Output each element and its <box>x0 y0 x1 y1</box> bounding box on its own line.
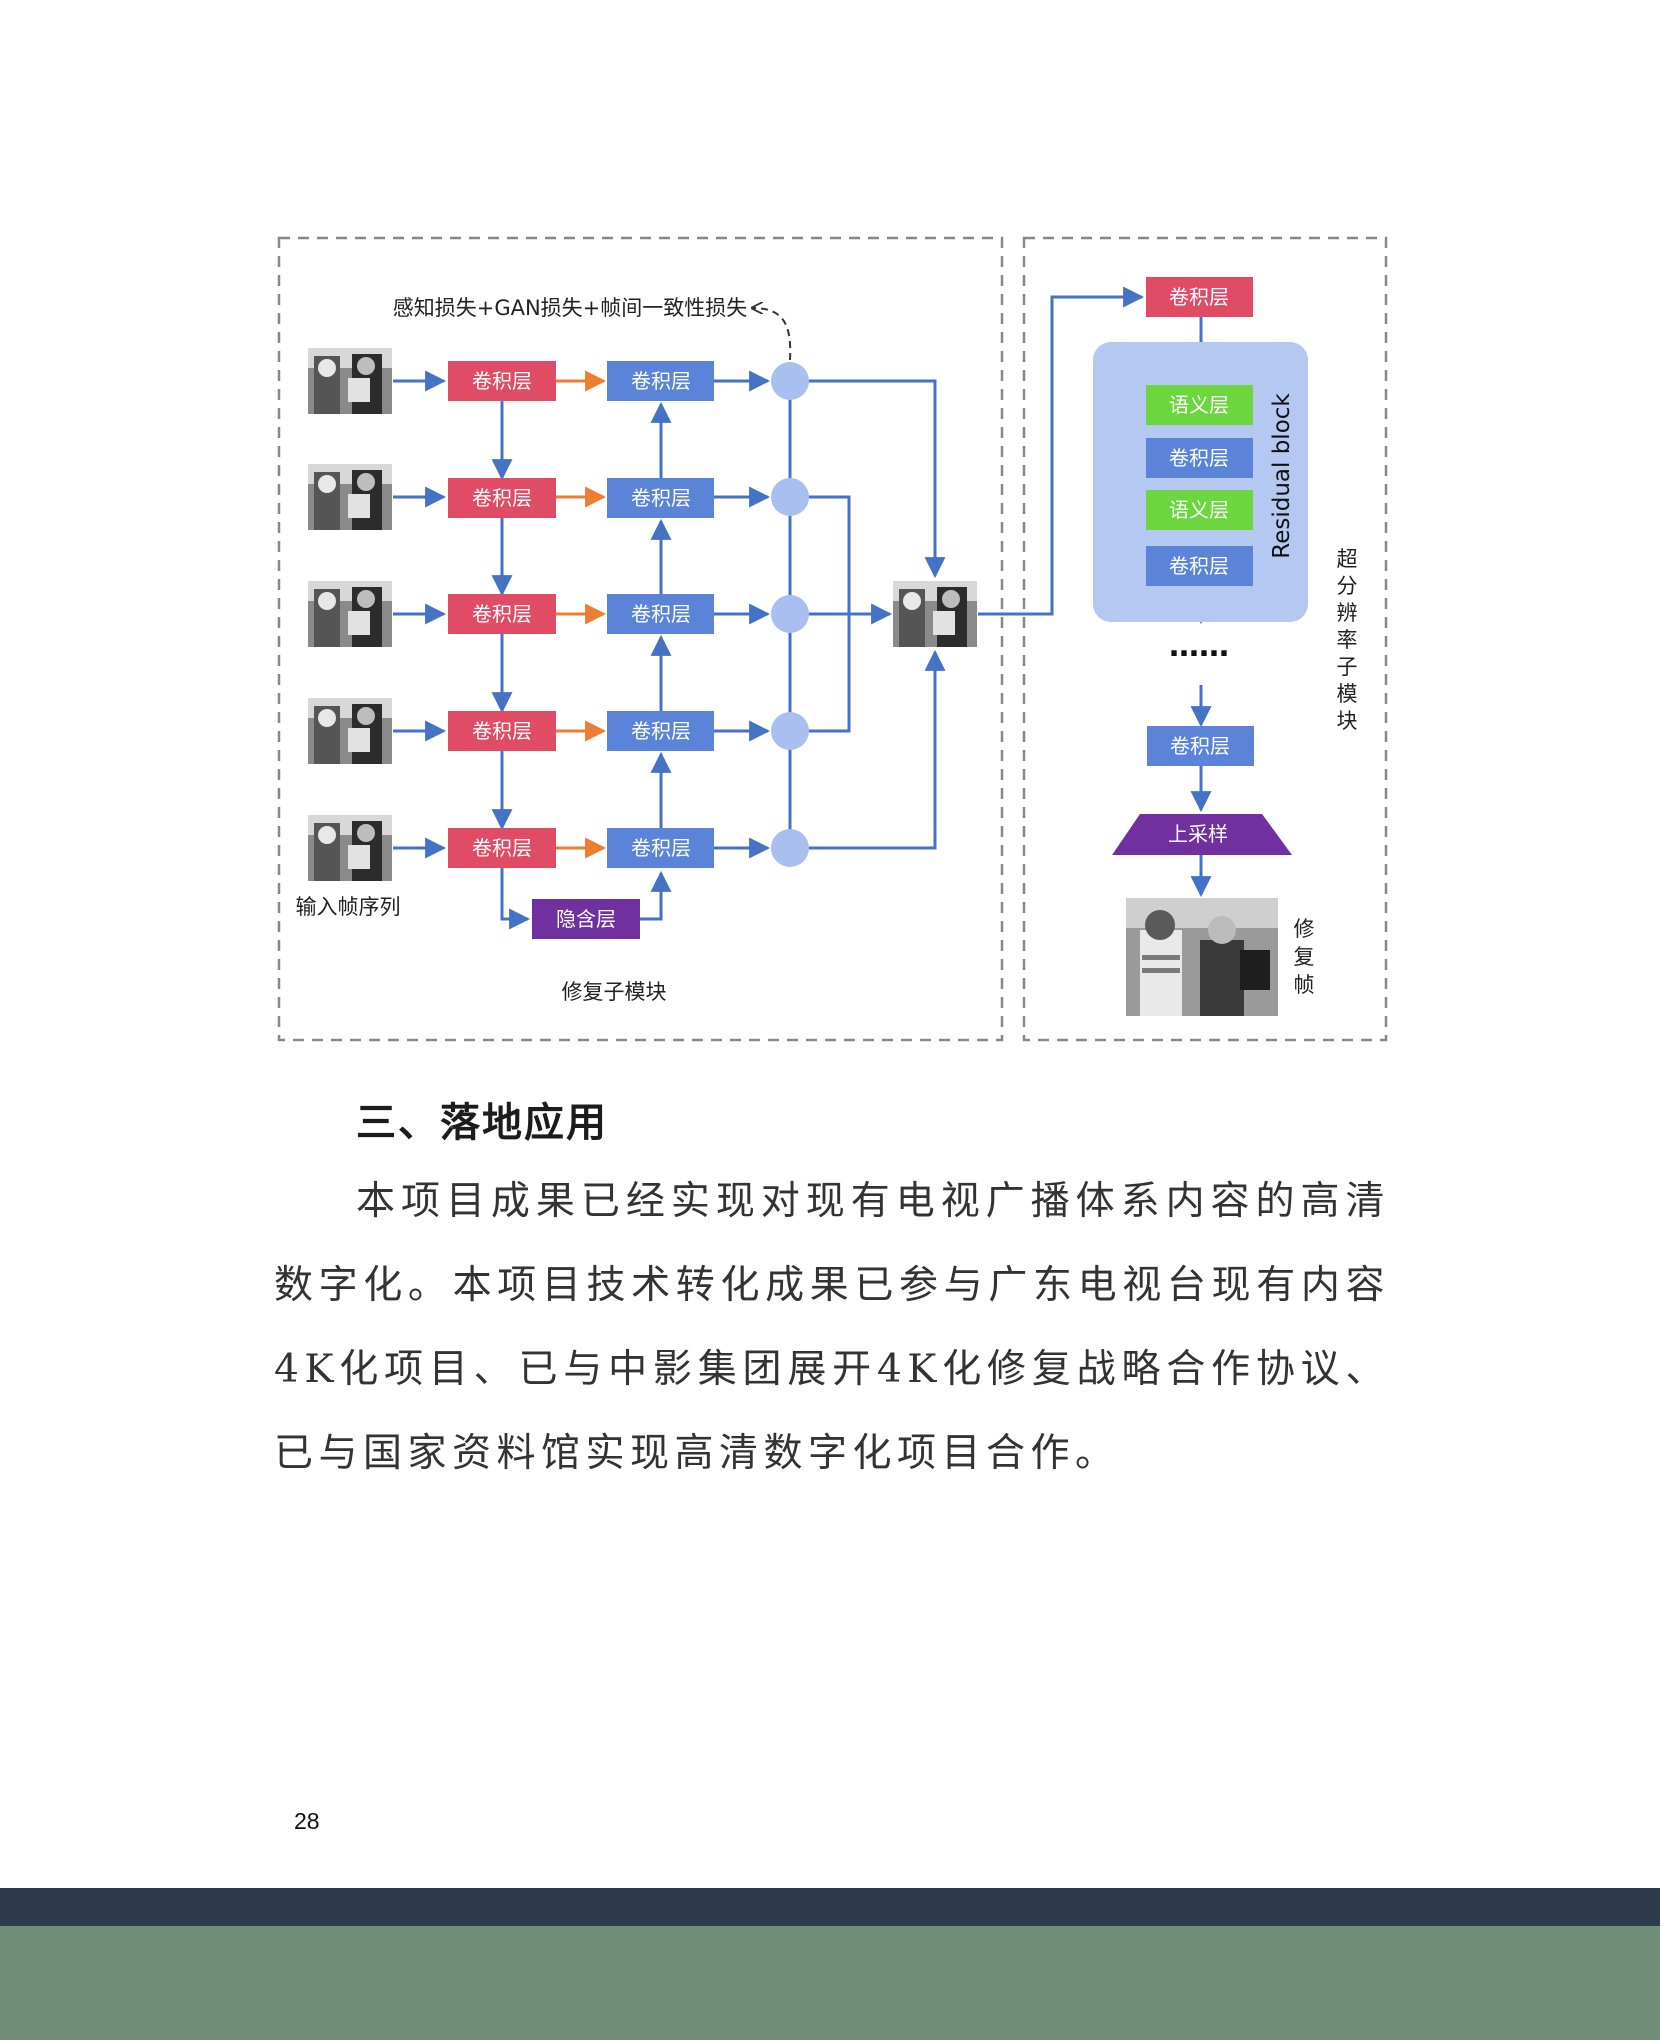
conv-layer-red-row4: 卷积层 <box>448 711 556 751</box>
ellipsis: …… <box>1169 629 1229 664</box>
semantic-layer: 语义层 <box>1146 385 1253 425</box>
residual-conv-layer: 卷积层 <box>1146 438 1253 478</box>
input-frame-thumbnail <box>308 464 392 530</box>
svg-text:卷积层: 卷积层 <box>472 602 532 626</box>
svg-text:语义层: 语义层 <box>1169 393 1229 417</box>
fusion-node <box>771 362 809 400</box>
sr-module-border <box>1022 236 1388 1042</box>
svg-text:卷积层: 卷积层 <box>472 369 532 393</box>
sr-conv-layer-top: 卷积层 <box>1146 277 1253 317</box>
page-number: 28 <box>294 1808 320 1834</box>
fusion-node <box>771 478 809 516</box>
fused-frame-thumbnail <box>893 581 977 647</box>
section-paragraph: 本项目成果已经实现对现有电视广播体系内容的高清数字化。本项目技术转化成果已参与广… <box>274 1179 1390 1476</box>
sr-module-label: 超分辨率子模块 <box>1337 547 1358 733</box>
section-heading: 三、落地应用 <box>356 1099 608 1146</box>
svg-text:卷积层: 卷积层 <box>472 719 532 743</box>
svg-text:卷积层: 卷积层 <box>1169 446 1229 470</box>
input-sequence-label: 输入帧序列 <box>296 895 401 919</box>
svg-text:卷积层: 卷积层 <box>1169 285 1229 309</box>
svg-text:隐含层: 隐含层 <box>556 907 616 931</box>
loss-label: 感知损失+GAN损失+帧间一致性损失 <box>393 296 748 320</box>
svg-text:卷积层: 卷积层 <box>631 486 691 510</box>
svg-text:卷积层: 卷积层 <box>1169 554 1229 578</box>
svg-text:卷积层: 卷积层 <box>472 486 532 510</box>
input-frame-thumbnail <box>308 581 392 647</box>
conv-layer-red-row3: 卷积层 <box>448 594 556 634</box>
conv-layer-blue-row5: 卷积层 <box>607 828 714 868</box>
svg-text:卷积层: 卷积层 <box>1170 734 1230 758</box>
hidden-layer: 隐含层 <box>532 899 640 939</box>
svg-text:卷积层: 卷积层 <box>472 836 532 860</box>
fusion-node <box>771 595 809 633</box>
fusion-node <box>771 712 809 750</box>
sr-conv-layer-bottom: 卷积层 <box>1147 726 1254 766</box>
conv-layer-blue-row3: 卷积层 <box>607 594 714 634</box>
footer-band-dark <box>0 1888 1660 1926</box>
semantic-layer: 语义层 <box>1146 490 1253 530</box>
svg-text:语义层: 语义层 <box>1169 498 1229 522</box>
input-frame-thumbnail <box>308 698 392 764</box>
residual-conv-layer: 卷积层 <box>1146 546 1253 586</box>
loss-arrow <box>752 308 792 361</box>
fusion-node <box>771 829 809 867</box>
repaired-frame-image <box>1126 898 1278 1016</box>
svg-text:卷积层: 卷积层 <box>631 836 691 860</box>
conv-layer-red-row5: 卷积层 <box>448 828 556 868</box>
upsample-layer: 上采样 <box>1112 814 1292 855</box>
conv-layer-blue-row4: 卷积层 <box>607 711 714 751</box>
repair-module-label: 修复子模块 <box>562 980 667 1004</box>
svg-text:卷积层: 卷积层 <box>631 369 691 393</box>
residual-block-label: Residual block <box>1269 393 1295 559</box>
svg-text:卷积层: 卷积层 <box>631 602 691 626</box>
conv-layer-blue-row2: 卷积层 <box>607 478 714 518</box>
svg-text:卷积层: 卷积层 <box>631 719 691 743</box>
input-frame-thumbnail <box>308 815 392 881</box>
conv-layer-red-row2: 卷积层 <box>448 478 556 518</box>
network-diagram: 感知损失+GAN损失+帧间一致性损失 <box>277 236 1388 1042</box>
input-frame-thumbnail <box>308 348 392 414</box>
repaired-frame-label: 修复帧 <box>1294 917 1315 997</box>
repair-module-border <box>277 236 1004 1042</box>
conv-layer-blue-row1: 卷积层 <box>607 361 714 401</box>
footer-band-green <box>0 1926 1660 2040</box>
svg-text:上采样: 上采样 <box>1168 822 1228 846</box>
conv-layer-red-row1: 卷积层 <box>448 361 556 401</box>
